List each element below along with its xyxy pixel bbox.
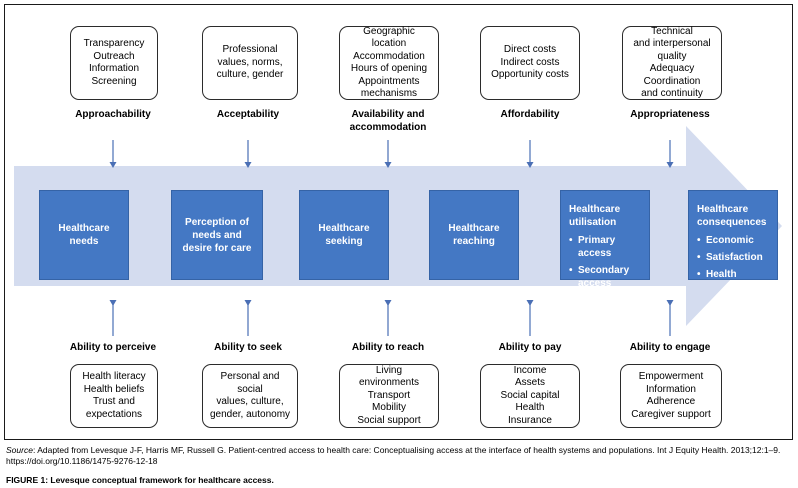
top-connector-arrow	[384, 140, 392, 168]
bottom-dimension-box-text: Personal and social values, culture, gen…	[209, 371, 291, 420]
bottom-dimension-box-text: Health literacy Health beliefs Trust and…	[82, 371, 146, 420]
bottom-connector-arrow	[244, 300, 252, 336]
bottom-connector-arrow	[109, 300, 117, 336]
bottom-dimension-box: Health literacy Health beliefs Trust and…	[70, 364, 158, 428]
bottom-dimension-box: Living environments Transport Mobility S…	[339, 364, 439, 428]
bottom-dimension-box-text: Income Assets Social capital Health Insu…	[500, 364, 560, 426]
top-dimension-box-text: Transparency Outreach Information Screen…	[83, 38, 145, 87]
bottom-dimension-label: Ability to pay	[498, 342, 562, 353]
stage-box-title: Perception of needs and desire for care	[171, 190, 263, 280]
stage-bullet-item: Satisfaction	[697, 251, 769, 264]
top-dimension-box: Technical and interpersonal quality Adeq…	[622, 26, 722, 100]
top-dimension-box: Direct costs Indirect costs Opportunity …	[480, 26, 580, 100]
top-dimension-box: Professional values, norms, culture, gen…	[202, 26, 298, 100]
top-dimension-box-text: Professional values, norms, culture, gen…	[216, 44, 284, 81]
bottom-dimension-label: Ability to seek	[214, 342, 282, 353]
stage-bullet-item: Economic	[697, 234, 769, 247]
figure-caption: FIGURE 1: Levesque conceptual framework …	[6, 475, 274, 485]
stage-title: Healthcare utilisation	[569, 204, 621, 228]
bottom-dimension-label: Ability to reach	[351, 342, 425, 353]
bottom-connector-arrow	[384, 300, 392, 336]
stage-bullet-list: EconomicSatisfactionHealth	[697, 234, 769, 281]
bottom-dimension-box: Personal and social values, culture, gen…	[202, 364, 298, 428]
top-dimension-label: Appropriateness	[630, 109, 710, 120]
stage-box-title: Healthcare reaching	[429, 190, 519, 280]
top-connector-arrow	[666, 140, 674, 168]
bottom-connector-arrow	[526, 300, 534, 336]
top-dimension-box: Geographic location Accommodation Hours …	[339, 26, 439, 100]
stage-bullet-item: Primary access	[569, 234, 641, 260]
top-connector-arrow	[526, 140, 534, 168]
bottom-dimension-label: Ability to perceive	[69, 342, 157, 353]
bottom-dimension-box: Empowerment Information Adherence Caregi…	[620, 364, 722, 428]
top-dimension-label: Availability and accommodation	[349, 109, 427, 133]
stage-box: Healthcare utilisationPrimary accessSeco…	[560, 190, 650, 289]
figure-source: Source: Adapted from Levesque J-F, Harri…	[6, 445, 792, 467]
bottom-connector-arrow	[666, 300, 674, 336]
connector-arrows	[109, 140, 674, 336]
source-prefix: Source	[6, 445, 33, 455]
stage-box-title: Healthcare needs	[39, 190, 129, 280]
stage-box: Healthcare consequencesEconomicSatisfact…	[688, 190, 778, 281]
stage-bullet-item: Secondary access	[569, 264, 641, 290]
stage-box-title: Healthcare seeking	[299, 190, 389, 280]
top-dimension-box-text: Direct costs Indirect costs Opportunity …	[491, 44, 569, 81]
stage-title: Healthcare consequences	[697, 204, 767, 228]
bottom-dimension-label: Ability to engage	[629, 342, 711, 353]
top-dimension-label: Acceptability	[216, 109, 280, 120]
top-connector-arrow	[109, 140, 117, 168]
stage-bullet-item: Health	[697, 268, 769, 281]
bottom-dimension-box-text: Living environments Transport Mobility S…	[357, 364, 421, 426]
top-dimension-box-text: Geographic location Accommodation Hours …	[350, 25, 428, 100]
top-connector-arrow	[244, 140, 252, 168]
top-dimension-label: Approachability	[75, 109, 151, 120]
stage-bullet-list: Primary accessSecondary access	[569, 234, 641, 290]
bottom-dimension-box: Income Assets Social capital Health Insu…	[480, 364, 580, 428]
access-pathway-arrow	[14, 126, 782, 326]
top-dimension-box-text: Technical and interpersonal quality Adeq…	[633, 25, 711, 100]
top-dimension-label: Affordability	[500, 109, 560, 120]
source-text: : Adapted from Levesque J-F, Harris MF, …	[6, 445, 781, 466]
bottom-dimension-box-text: Empowerment Information Adherence Caregi…	[631, 371, 711, 420]
top-dimension-box: Transparency Outreach Information Screen…	[70, 26, 158, 100]
